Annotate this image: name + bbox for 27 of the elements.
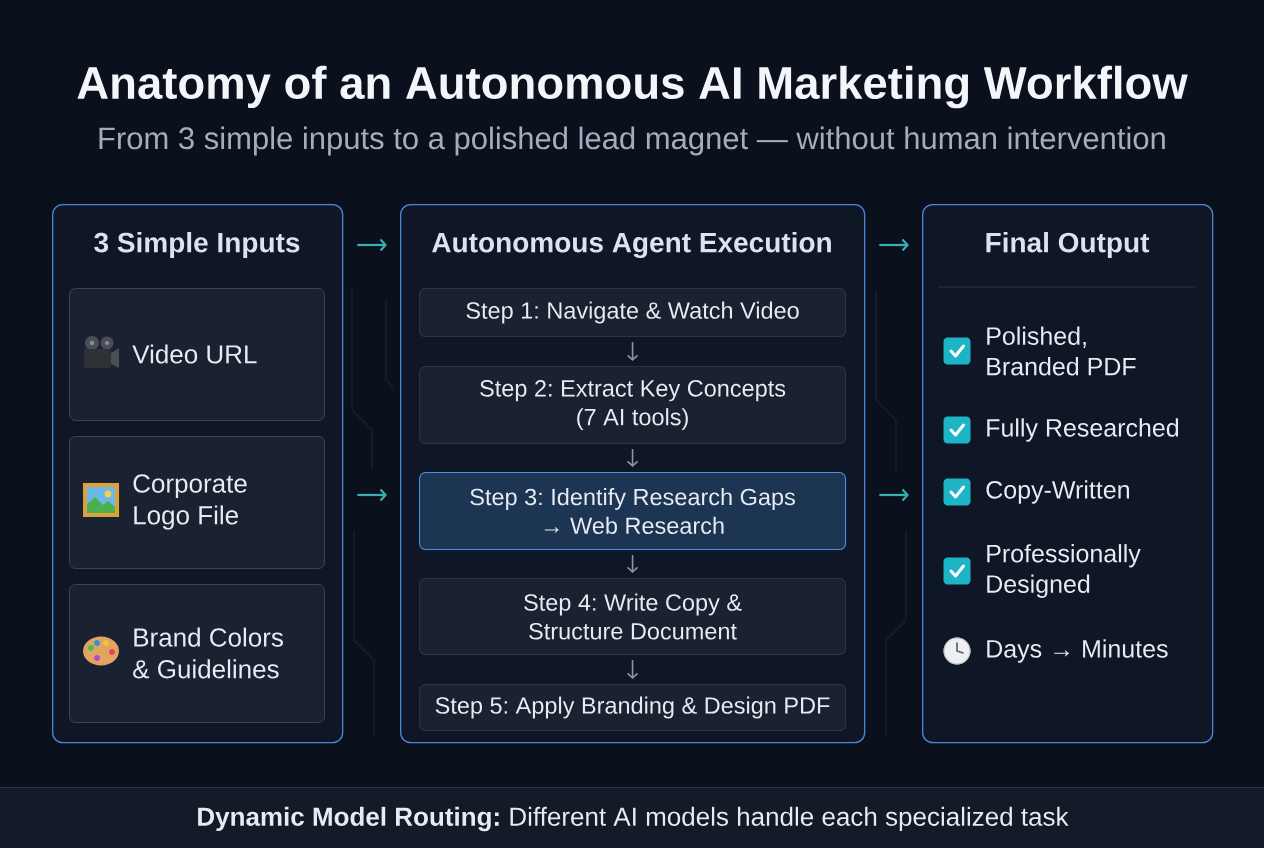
step-box: Step 4: Write Copy & Structure Document <box>419 578 847 656</box>
step-box: Step 5: Apply Branding & Design PDF <box>419 684 847 732</box>
checklist-item: Professionally Designed <box>987 544 1141 598</box>
checklist-item: Copy-Written <box>986 480 1129 504</box>
subtitle: From 3 simple inputs to a polished lead magnet — without human intervention <box>99 126 1165 156</box>
arrow <box>626 659 639 679</box>
checklist-item: Days → Minutes <box>987 639 1168 663</box>
input-card: Brand Colors & Guidelines <box>69 584 325 723</box>
arrow <box>879 488 909 502</box>
checklist-item: Fully Researched <box>987 418 1179 442</box>
step-box: Step 2: Extract Key Concepts (7 AI tools) <box>419 366 847 445</box>
arrow <box>626 448 639 467</box>
arrow <box>357 488 387 502</box>
step-box: Step 3: Identify Research Gaps → Web Research <box>419 472 847 551</box>
panel-heading: Autonomous Agent Execution <box>432 231 831 259</box>
info-banner: Dynamic Model Routing: Different AI models handle each specialized task <box>0 787 1264 848</box>
input-card: Video URL <box>69 288 325 421</box>
arrow <box>626 341 639 361</box>
input-card: Corporate Logo File <box>69 436 325 569</box>
title: Anatomy of an Autonomous AI Marketing Workflow <box>77 65 1188 109</box>
arrow <box>626 554 639 573</box>
arrow <box>357 238 387 252</box>
checklist-item: Polished, Branded PDF <box>987 326 1136 376</box>
panel-heading: Final Output <box>986 231 1150 259</box>
step-box: Step 1: Navigate & Watch Video <box>419 288 847 338</box>
arrow <box>879 238 909 252</box>
panel-heading: 3 Simple Inputs <box>94 231 300 259</box>
